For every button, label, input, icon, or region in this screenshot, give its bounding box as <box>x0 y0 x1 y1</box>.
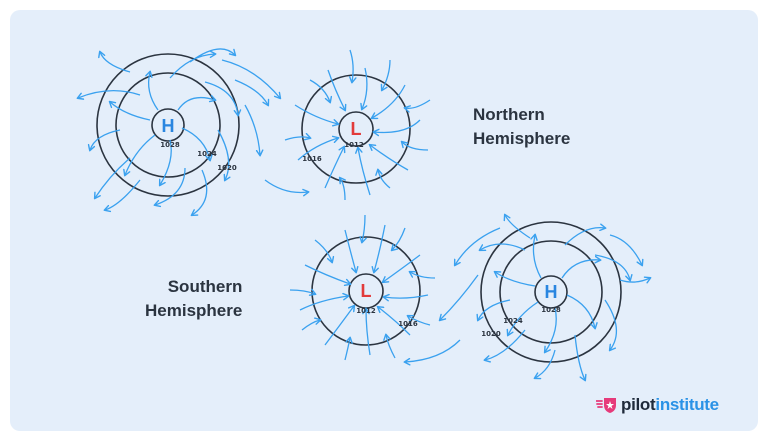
high-letter: H <box>162 116 175 136</box>
low-letter: L <box>351 119 362 139</box>
northern-low-system: L 1012 1016 <box>284 49 431 201</box>
pressure-systems-diagram: H 1028 1024 1020 <box>76 48 652 382</box>
isobar-label-1020: 1020 <box>217 164 237 172</box>
low-center-pressure: 1012 <box>356 307 376 315</box>
isobar-label-1024: 1024 <box>197 150 217 158</box>
isobar-outer <box>96 53 240 197</box>
southern-high-system: H 1028 1024 1020 <box>476 213 652 382</box>
high-center-pressure: 1028 <box>160 141 180 149</box>
logo-text-institute: institute <box>655 395 719 414</box>
isobar-outer <box>301 74 411 184</box>
isobar-middle <box>115 72 221 178</box>
isobar-inner <box>151 108 185 142</box>
logo-text-pilot: pilot <box>621 395 656 414</box>
high-letter: H <box>545 282 558 302</box>
high-center-pressure: 1028 <box>541 306 561 314</box>
isobar-inner <box>534 275 568 309</box>
isobar-label-1016: 1016 <box>398 320 418 328</box>
northern-high-system: H 1028 1024 1020 <box>76 48 270 217</box>
southern-low-system: L 1012 1016 <box>289 214 436 361</box>
isobar-label-1020: 1020 <box>481 330 501 338</box>
diagram-card: H 1028 1024 1020 <box>10 10 758 431</box>
pilot-institute-shield-icon <box>596 398 616 413</box>
connecting-wind-arrows-south <box>403 227 501 366</box>
wind-arrows <box>289 214 436 361</box>
low-center-pressure: 1012 <box>344 141 364 149</box>
isobar-label-1024: 1024 <box>503 317 523 325</box>
isobar-label-1016: 1016 <box>302 155 322 163</box>
southern-label-line2: Hemisphere <box>145 301 243 320</box>
connecting-wind-arrows-north <box>221 59 310 197</box>
southern-hemisphere-label: Southern Hemisphere <box>145 275 242 323</box>
wind-arrows <box>284 49 431 201</box>
northern-hemisphere-label: Northern Hemisphere <box>473 103 570 151</box>
wind-arrows <box>76 48 270 217</box>
northern-label-line1: Northern <box>473 105 545 124</box>
low-letter: L <box>361 281 372 301</box>
wind-arrows <box>476 213 652 382</box>
southern-label-line1: Southern <box>167 277 243 296</box>
northern-label-line2: Hemisphere <box>473 129 571 148</box>
